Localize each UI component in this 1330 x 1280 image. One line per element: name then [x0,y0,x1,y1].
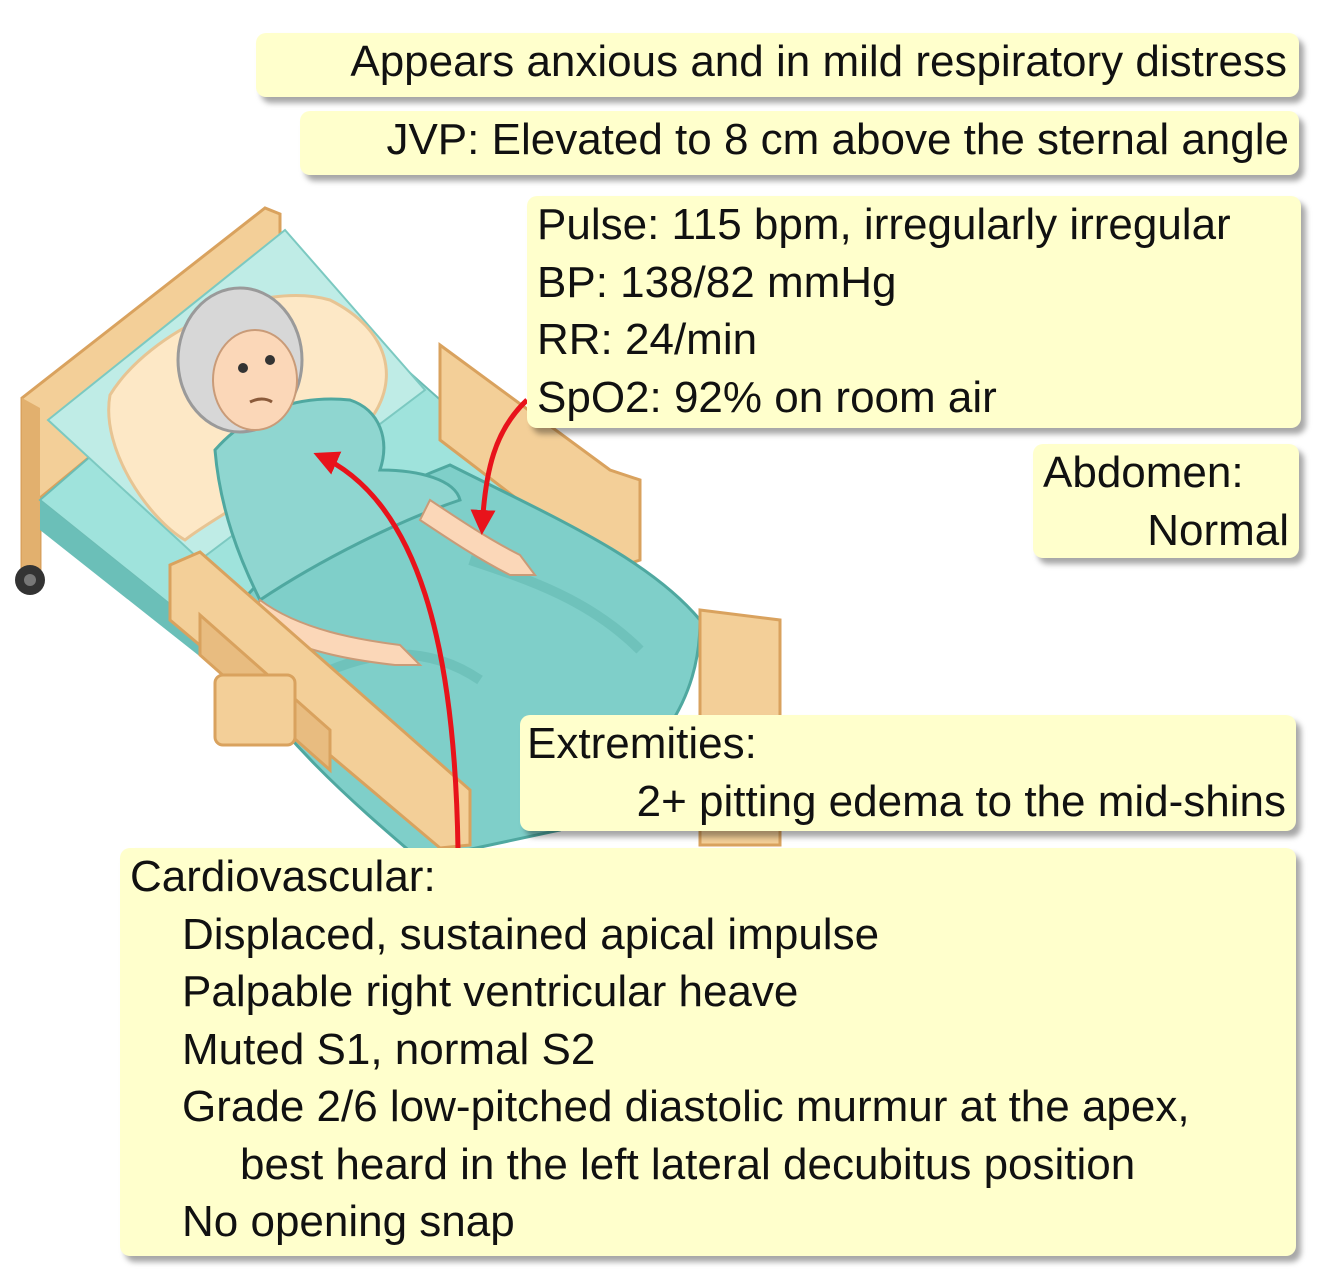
abdomen-value: Normal [1147,505,1289,555]
vitals-note: Pulse: 115 bpm, irregularly irregular BP… [527,196,1301,428]
vital-pulse: Pulse: 115 bpm, irregularly irregular [537,200,1231,249]
extremities-title: Extremities: [527,719,757,768]
appearance-note: Appears anxious and in mild respiratory … [256,33,1299,97]
cardio-item: Palpable right ventricular heave [182,967,799,1016]
vital-bp: BP: 138/82 mmHg [537,257,897,307]
cardio-item-continuation: best heard in the left lateral decubitus… [240,1139,1136,1189]
annotation-arrows [313,398,529,851]
vital-spo2: SpO2: 92% on room air [537,372,997,422]
cardio-item: Grade 2/6 low-pitched diastolic murmur a… [182,1082,1190,1131]
appearance-text: Appears anxious and in mild respiratory … [350,37,1287,86]
cardio-arrow [313,451,461,851]
cardio-item: Displaced, sustained apical impulse [182,909,880,959]
pulse-arrow [470,398,529,535]
patient [176,286,537,666]
vital-rr: RR: 24/min [537,315,758,364]
extremities-note: Extremities: 2+ pitting edema to the mid… [520,715,1296,831]
cardiovascular-note: Cardiovascular: Displaced, sustained api… [120,848,1296,1256]
jvp-note: JVP: Elevated to 8 cm above the sternal … [300,111,1299,175]
cardio-title: Cardiovascular: [130,852,436,901]
abdomen-title: Abdomen: [1043,448,1244,497]
cardio-item: No opening snap [182,1197,515,1246]
jvp-text: JVP: Elevated to 8 cm above the sternal … [386,115,1289,164]
abdomen-note: Abdomen: Normal [1033,444,1299,558]
extremities-value: 2+ pitting edema to the mid-shins [636,776,1286,826]
cardio-item: Muted S1, normal S2 [182,1024,596,1074]
